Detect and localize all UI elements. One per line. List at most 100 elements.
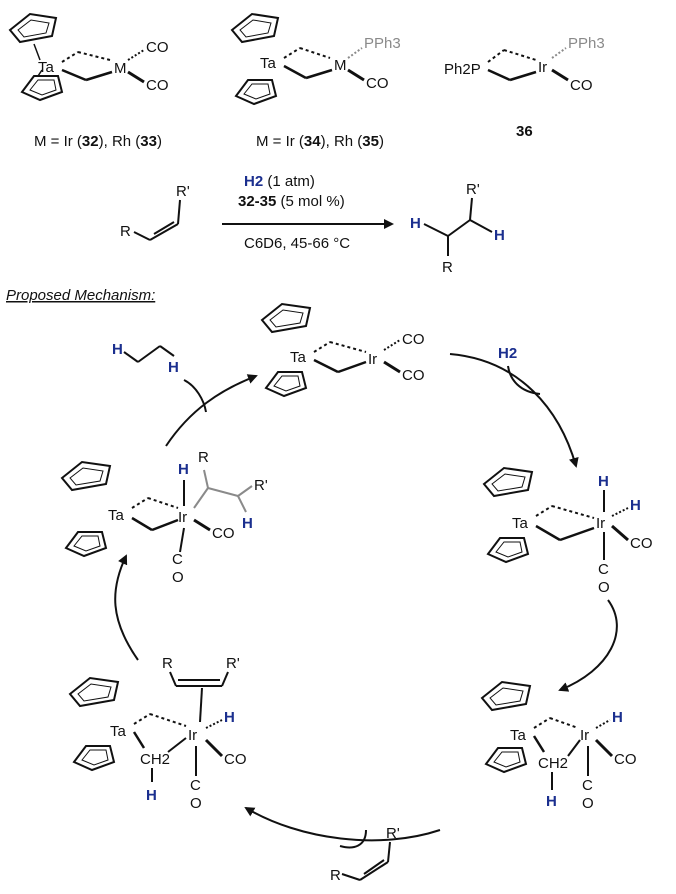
svg-text:CO: CO [402,367,425,384]
svg-text:Ta: Ta [290,349,307,366]
intermediate-left-upper: Ta Ir H R R' H CO C O [60,449,268,586]
svg-text:R: R [330,867,341,884]
svg-text:Ir: Ir [178,509,187,526]
svg-text:Ir: Ir [368,351,377,368]
cp-ring-icon [486,537,530,564]
svg-text:R': R' [176,183,190,200]
svg-text:CO: CO [614,751,637,768]
svg-text:Ph2P: Ph2P [444,61,481,78]
svg-text:Ta: Ta [108,507,125,524]
svg-text:O: O [172,569,184,586]
svg-text:CO: CO [402,331,425,348]
intermediate-left-lower: Ta CH2 H Ir R R' H CO C O [68,655,247,812]
svg-text:H: H [598,473,609,490]
complex-32-33: Ta M CO CO [8,12,169,102]
svg-text:PPh3: PPh3 [364,35,401,52]
intermediate-right-lower: Ta CH2 H Ir H CO C O [480,680,637,812]
cp-ring-icon [480,680,532,712]
condition-catalyst: 32-35 (5 mol %) [238,193,345,210]
caption-34-35: M = Ir (34), Rh (35) [256,133,384,150]
svg-text:H: H [494,227,505,244]
label-36: 36 [516,123,533,140]
cp-ring-icon [8,12,58,44]
h2-input-label: H2 [498,345,517,362]
svg-text:H: H [612,709,623,726]
cp-ring-icon [64,531,108,558]
caption-32-33: M = Ir (32), Rh (33) [34,133,162,150]
cp-ring-icon [482,466,534,498]
cp-ring-icon [60,460,112,492]
svg-text:R: R [198,449,209,466]
alkane-product: H H R' R [410,181,505,276]
svg-text:C: C [190,777,201,794]
intermediate-right-upper: Ta Ir H H CO C O [482,466,653,596]
svg-text:Ta: Ta [110,723,127,740]
svg-text:Ir: Ir [580,727,589,744]
alkene-substrate-bottom: R R' [330,825,400,884]
condition-solvent: C6D6, 45-66 °C [244,235,350,252]
svg-text:H: H [168,359,179,376]
catalyst-top: Ta Ir CO CO [260,302,425,398]
cp-ring-icon [260,302,312,334]
svg-text:H: H [112,341,123,358]
alkene-reactant: R R' [120,183,190,241]
svg-text:H: H [146,787,157,804]
svg-text:CO: CO [212,525,235,542]
svg-text:Ir: Ir [188,727,197,744]
svg-text:O: O [190,795,202,812]
svg-text:PPh3: PPh3 [568,35,605,52]
arrow-top-to-right-upper [449,353,579,468]
svg-text:CO: CO [570,77,593,94]
condition-h2: H2 (1 atm) [244,173,315,190]
svg-text:H: H [224,709,235,726]
svg-text:H: H [410,215,421,232]
cp-ring-icon [230,12,280,44]
mechanism-heading: Proposed Mechanism: [6,287,155,304]
svg-text:Ta: Ta [38,59,55,76]
arrow-right-upper-to-right-lower [558,599,618,692]
cp-ring-icon [264,371,308,398]
svg-text:CO: CO [146,39,169,56]
svg-text:Ir: Ir [538,59,547,76]
svg-text:Ir: Ir [596,515,605,532]
svg-text:M: M [334,57,347,74]
svg-text:H: H [178,461,189,478]
svg-text:C: C [172,551,183,568]
complex-34-35: Ta M PPh3 CO [230,12,401,106]
alkane-release-curve [183,379,207,413]
cp-ring-icon [68,676,120,708]
released-alkane: H H [112,341,179,376]
svg-text:C: C [598,561,609,578]
svg-text:Ta: Ta [510,727,527,744]
svg-text:H: H [546,793,557,810]
svg-text:R': R' [466,181,480,198]
svg-text:R: R [120,223,131,240]
svg-text:CO: CO [366,75,389,92]
svg-text:CH2: CH2 [538,755,568,772]
svg-text:Ta: Ta [512,515,529,532]
svg-text:C: C [582,777,593,794]
svg-text:R': R' [386,825,400,842]
cp-ring-icon [234,79,278,106]
svg-text:CO: CO [224,751,247,768]
svg-text:H: H [630,497,641,514]
svg-text:R: R [442,259,453,276]
svg-text:CO: CO [146,77,169,94]
svg-text:CO: CO [630,535,653,552]
svg-text:O: O [598,579,610,596]
cp-ring-icon [72,745,116,772]
svg-text:R: R [162,655,173,672]
cp-ring-icon [484,747,528,774]
h2-feed-curve [507,365,541,395]
alkene-feed-curve [339,829,367,849]
arrow-right-lower-to-left-lower [244,806,441,842]
svg-text:O: O [582,795,594,812]
svg-text:Ta: Ta [260,55,277,72]
svg-text:M: M [114,60,127,77]
complex-36: Ph2P Ir PPh3 CO [444,35,605,94]
svg-text:R': R' [226,655,240,672]
svg-text:R': R' [254,477,268,494]
arrow-left-lower-to-left-upper [114,554,139,661]
svg-text:CH2: CH2 [140,751,170,768]
cp-ring-icon [20,75,64,102]
